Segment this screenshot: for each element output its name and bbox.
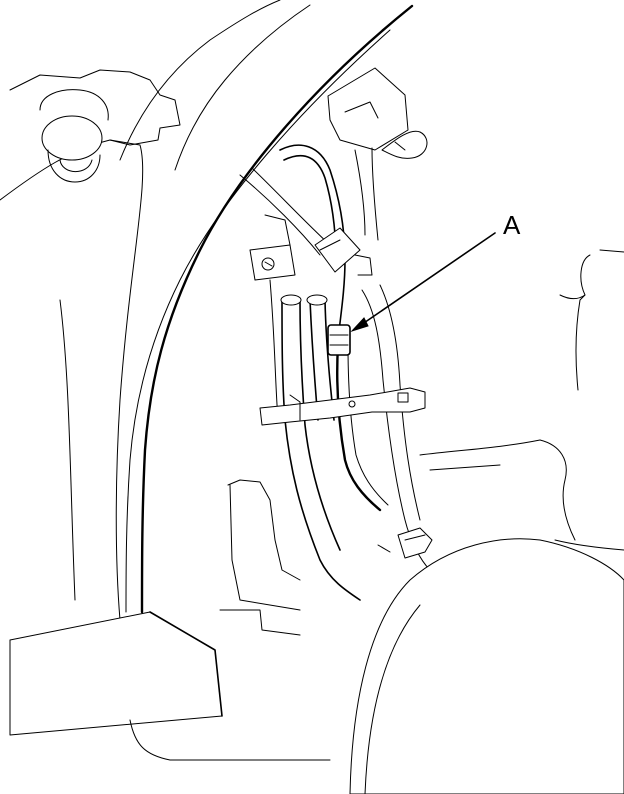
upper-bracket	[9, 69, 181, 183]
pillar-edge	[125, 4, 414, 614]
sensor-wire	[327, 324, 389, 512]
relay-box	[327, 67, 428, 159]
callout-label-a: A	[503, 210, 521, 240]
hose-clamp	[259, 387, 426, 426]
mount-bracket	[249, 214, 373, 281]
callout-leader-a	[350, 232, 496, 333]
lower-panel	[9, 479, 331, 761]
lower-clamp	[377, 527, 433, 559]
wire-harness	[239, 144, 379, 341]
harness-connector	[314, 227, 361, 273]
fender-contour	[0, 0, 311, 621]
engine-right-side	[419, 249, 624, 551]
round-housing	[349, 538, 624, 794]
